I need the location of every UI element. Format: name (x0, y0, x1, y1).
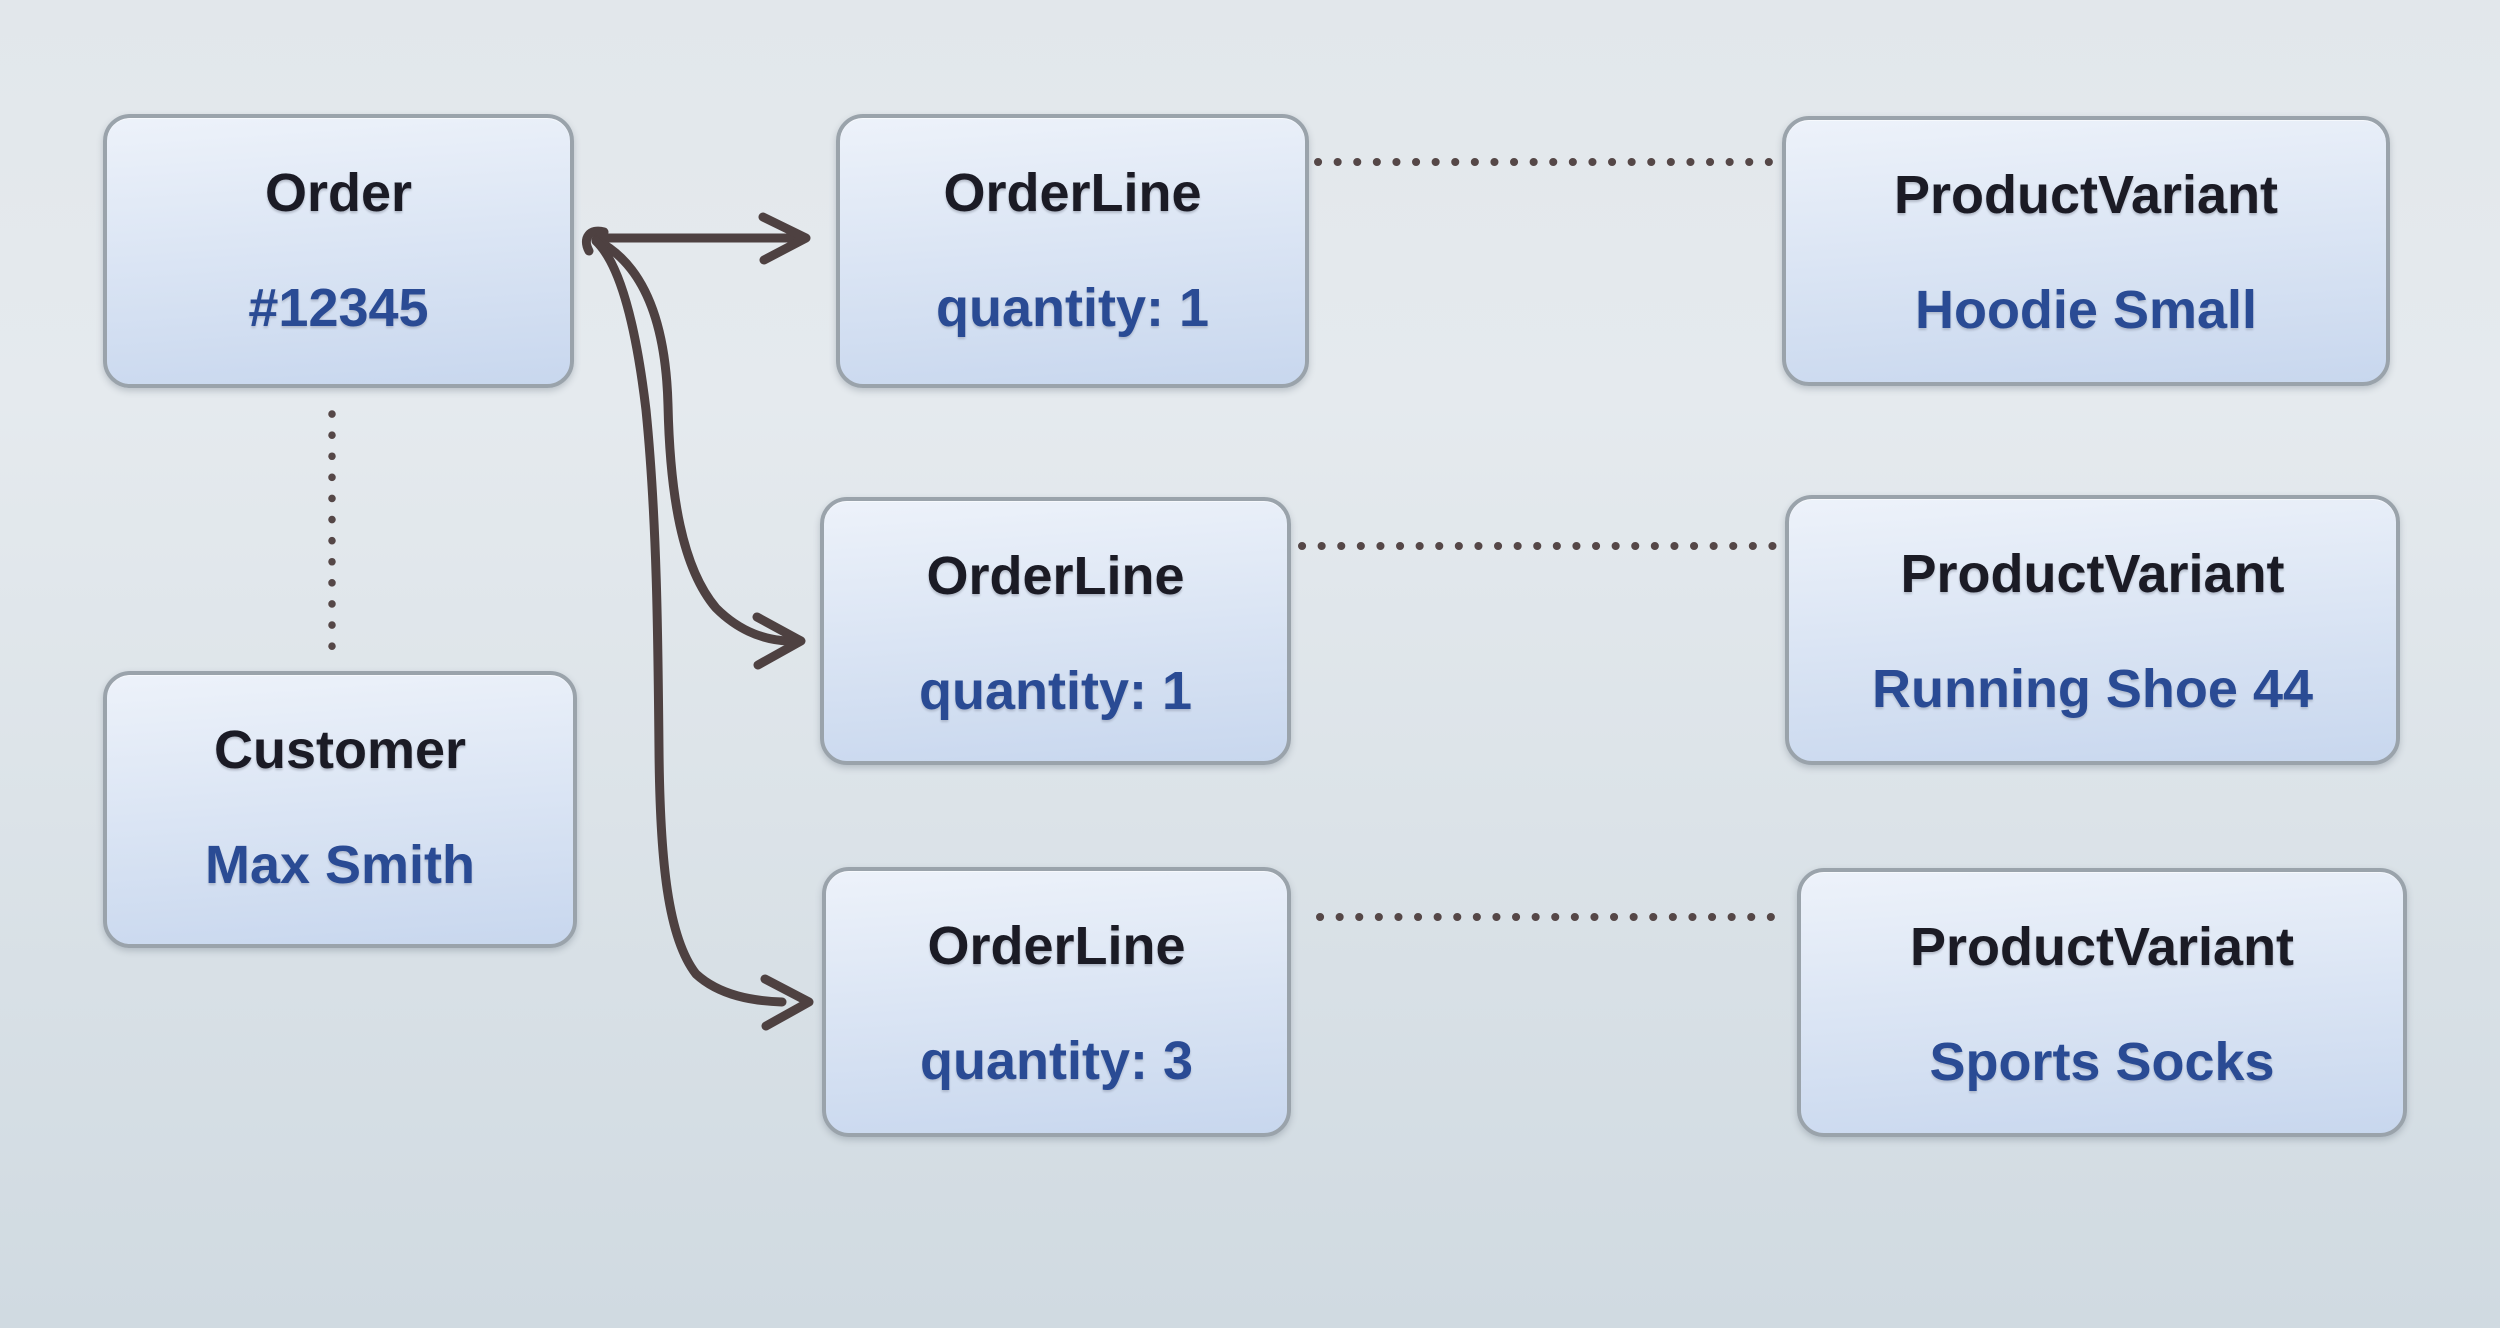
node-orderline-1-title: OrderLine (943, 163, 1202, 223)
arrow-order-to-orderline-3 (591, 236, 787, 1007)
arrowhead-orderline-1 (758, 212, 811, 265)
node-productvariant-2-title: ProductVariant (1900, 544, 2285, 604)
node-orderline-2-value: quantity: 1 (918, 661, 1192, 721)
node-order-value: #12345 (248, 278, 429, 338)
arrow-origin-curl (581, 226, 609, 256)
node-customer: Customer Max Smith (103, 671, 577, 948)
node-productvariant-1: ProductVariant Hoodie Small (1782, 116, 2390, 386)
node-orderline-1: OrderLine quantity: 1 (836, 114, 1309, 388)
node-productvariant-2-value: Running Shoe 44 (1871, 659, 2314, 719)
arrowhead-orderline-2 (752, 612, 806, 670)
arrowhead-orderline-3 (760, 974, 814, 1031)
node-orderline-3-title: OrderLine (927, 916, 1186, 976)
node-productvariant-3: ProductVariant Sports Socks (1797, 868, 2407, 1137)
node-productvariant-1-title: ProductVariant (1893, 165, 2279, 225)
arrow-order-to-orderline-2 (591, 235, 793, 646)
node-order: Order #12345 (103, 114, 574, 388)
node-productvariant-3-title: ProductVariant (1909, 917, 2295, 977)
node-productvariant-3-value: Sports Socks (1929, 1032, 2275, 1092)
node-orderline-3: OrderLine quantity: 3 (822, 867, 1291, 1137)
node-productvariant-2: ProductVariant Running Shoe 44 (1785, 495, 2400, 765)
node-productvariant-1-value: Hoodie Small (1914, 280, 2258, 340)
node-order-title: Order (264, 163, 413, 223)
node-orderline-2: OrderLine quantity: 1 (820, 497, 1291, 765)
node-customer-value: Max Smith (204, 835, 476, 895)
node-customer-title: Customer (213, 720, 467, 780)
node-orderline-1-value: quantity: 1 (935, 278, 1209, 338)
node-orderline-3-value: quantity: 3 (919, 1031, 1193, 1091)
node-orderline-2-title: OrderLine (926, 546, 1185, 606)
